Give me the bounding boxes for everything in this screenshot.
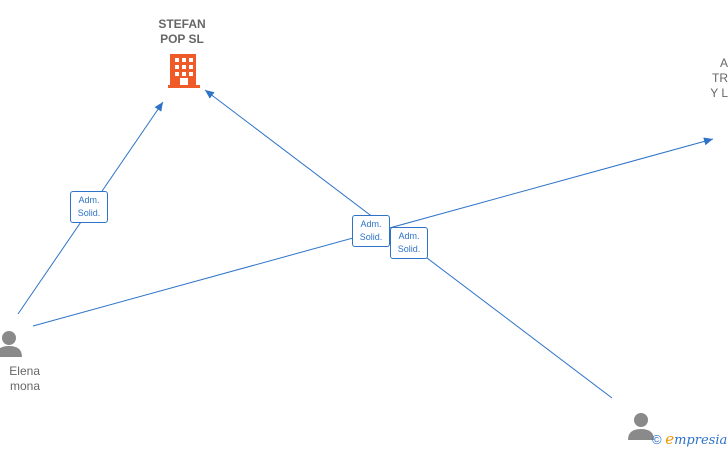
person-icon[interactable] [0,331,22,357]
edge-label-role[interactable]: Adm. Solid. [390,227,428,259]
brand-name: mpresia [674,433,728,448]
person-name[interactable]: Elena mona [0,364,40,394]
edge-label-role[interactable]: Adm. Solid. [352,215,390,247]
company-name-line2: POP SL [160,32,204,46]
person-icon[interactable] [628,413,654,440]
edge-label-line1: Adm. [398,231,420,241]
brand-logo: © empresia [652,430,727,448]
person-name-line2: mona [9,379,40,393]
partial-company-line2: TR [712,71,728,85]
building-icon[interactable] [168,54,200,88]
partial-company-line3: Y L [710,86,728,100]
brand-initial: e [665,430,675,448]
edge-label-line1: Adm. [360,219,382,229]
edge-label-line2: Solid. [397,244,421,254]
edge-label-line2: Solid. [359,232,383,242]
edge-label-role[interactable]: Adm. Solid. [70,191,108,223]
edge-label-line1: Adm. [78,195,100,205]
copyright-symbol: © [652,432,662,447]
company-name[interactable]: STEFAN POP SL [150,17,214,47]
partial-company-line1: A [719,56,728,70]
edge-label-line2: Solid. [77,208,101,218]
partial-company-name[interactable]: A TR Y L [700,56,728,101]
company-name-line1: STEFAN [158,17,206,31]
person-name-line1: Elena [9,364,40,378]
